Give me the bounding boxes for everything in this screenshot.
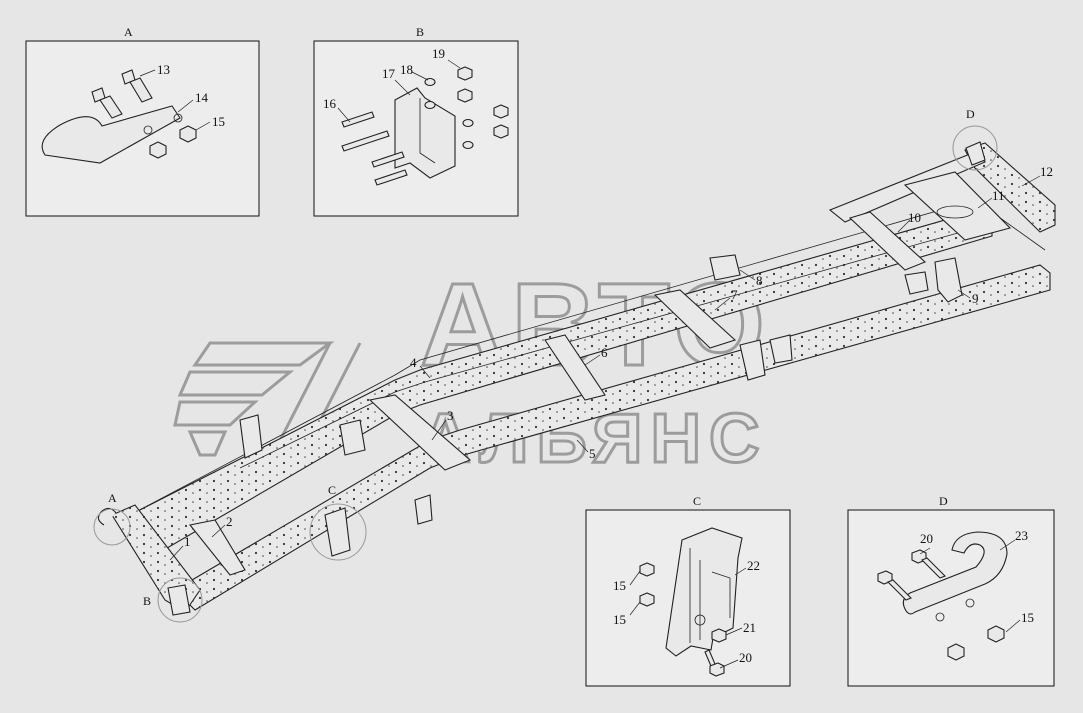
frame-label-9: 9 [972, 291, 979, 306]
detail-d-panel: D 20 23 15 [847, 494, 1055, 687]
detail-d-label-20: 20 [920, 531, 933, 546]
nuts-19 [457, 66, 509, 139]
cross-member-10 [848, 211, 927, 271]
detail-c-label-15a: 15 [613, 578, 626, 593]
detail-circles: A B C D [93, 107, 998, 623]
detail-a-panel: A 13 14 15 [25, 25, 260, 217]
frame-letter-d: D [966, 107, 975, 121]
frame-letter-b: B [143, 594, 151, 608]
detail-a-label-15: 15 [212, 114, 225, 129]
frame-label-10: 10 [908, 210, 921, 225]
bracket-17 [394, 87, 456, 179]
spring-hanger-9 [934, 257, 963, 303]
frame-label-4: 4 [410, 355, 417, 370]
frame-label-3: 3 [447, 408, 454, 423]
frame-label-5: 5 [589, 446, 596, 461]
bolt-20a [877, 570, 912, 601]
frame-label-12: 12 [1040, 164, 1053, 179]
detail-a-label-14: 14 [195, 90, 209, 105]
nut-15f [987, 625, 1005, 643]
frame-label-2: 2 [226, 514, 233, 529]
detail-c-label-15b: 15 [613, 612, 626, 627]
nut-21 [711, 628, 727, 643]
detail-b-panel: B 16 17 18 19 [313, 25, 519, 217]
detail-circle-b [157, 577, 203, 623]
detail-d-label-23: 23 [1015, 528, 1028, 543]
frame-label-7: 7 [731, 287, 738, 302]
nut-15a [149, 141, 167, 159]
bracket-2 [189, 519, 246, 576]
detail-circle-d [952, 125, 998, 171]
detail-c-letter: C [693, 494, 701, 508]
frame-letter-a: A [108, 491, 117, 505]
detail-d-letter: D [939, 494, 948, 508]
detail-b-label-17: 17 [382, 66, 396, 81]
tow-hook-23 [902, 531, 1008, 615]
cross-member-3 [368, 394, 472, 471]
detail-c-panel: C 15 15 20 21 22 [585, 494, 791, 687]
frame-letter-c: C [328, 483, 336, 497]
frame-labels: 1 2 3 4 5 6 7 8 9 10 11 12 [169, 164, 1053, 561]
detail-d-label-15: 15 [1021, 610, 1034, 625]
detail-a-label-13: 13 [157, 62, 170, 77]
frame-label-8: 8 [756, 273, 763, 288]
nut-15c [639, 562, 655, 577]
bolt-20 [704, 649, 725, 677]
detail-b-letter: B [416, 25, 424, 39]
detail-c-label-22: 22 [747, 558, 760, 573]
cross-member-7 [653, 289, 737, 349]
detail-b-label-18: 18 [400, 62, 413, 77]
tow-hook-14 [41, 105, 181, 164]
detail-circle-c [309, 503, 367, 561]
detail-b-label-19: 19 [432, 46, 445, 61]
detail-c-label-21: 21 [743, 620, 756, 635]
bolt-13b [121, 69, 153, 103]
frame-label-11: 11 [992, 188, 1005, 203]
bolt-20b [911, 549, 946, 579]
nut-15e [947, 643, 965, 661]
frame-label-6: 6 [601, 345, 608, 360]
chassis-frame [97, 141, 1056, 616]
detail-c-label-20: 20 [739, 650, 752, 665]
detail-b-label-16: 16 [323, 96, 337, 111]
nut-15b [179, 125, 197, 143]
bracket-8 [709, 254, 741, 281]
frame-label-1: 1 [184, 534, 191, 549]
bolts-16 [341, 111, 408, 186]
detail-a-letter: A [124, 25, 133, 39]
bolt-13a [91, 87, 123, 119]
cross-member-6 [544, 334, 606, 401]
nut-15d [639, 592, 655, 607]
washers-18 [424, 77, 474, 150]
detail-circle-a [93, 508, 131, 546]
